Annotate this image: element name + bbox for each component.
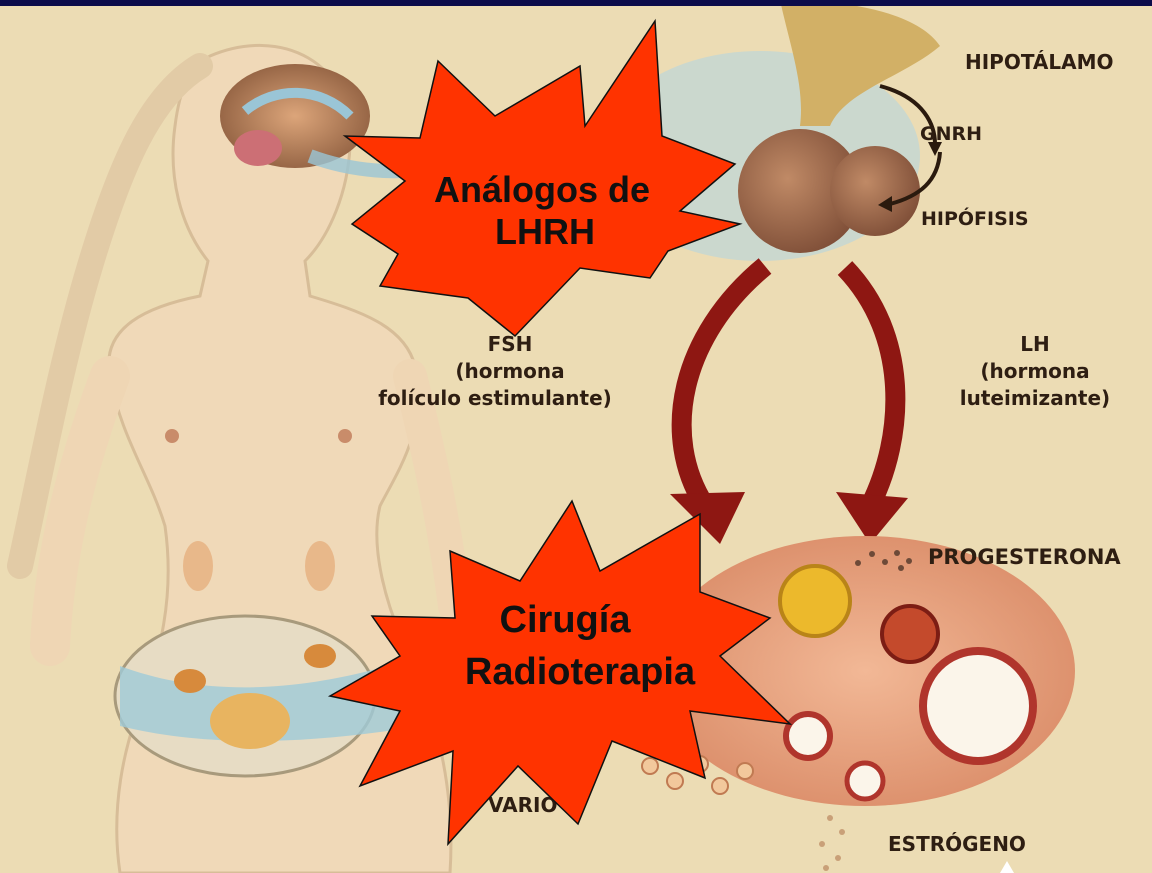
- gnrh-label: GNRH: [920, 123, 982, 145]
- lh-arrow: [845, 268, 895, 506]
- left-ovary-small: [174, 669, 206, 693]
- hormone-diagram: HIPOTÁLAMO GNRH HIPÓFISIS FSH (hormona f…: [0, 6, 1152, 873]
- follicle-medium: [786, 714, 830, 758]
- lh-label-line3: luteimizante): [960, 386, 1110, 410]
- right-ovary-small: [304, 644, 336, 668]
- follicle-large: [923, 651, 1033, 761]
- corner-marker: [1000, 861, 1014, 873]
- corpus-luteum: [882, 606, 938, 662]
- ovary-label: VARIO: [488, 793, 557, 817]
- pituitary-posterior: [830, 146, 920, 236]
- fsh-label-line2: (hormona: [455, 359, 564, 383]
- cerebellum: [234, 130, 282, 166]
- right-nipple: [338, 429, 352, 443]
- follicle-small: [847, 763, 883, 799]
- uterus: [210, 693, 290, 749]
- fsh-label: FSH: [488, 332, 533, 356]
- burst-top-line2: LHRH: [495, 211, 595, 252]
- right-kidney: [305, 541, 335, 591]
- lh-label: LH: [1020, 332, 1049, 356]
- illustration-canvas: HIPOTÁLAMO GNRH HIPÓFISIS FSH (hormona f…: [0, 6, 1152, 873]
- burst-bottom-line2: Radioterapia: [465, 651, 696, 693]
- burst-bottom-line1: Cirugía: [500, 599, 632, 641]
- lh-label-line2: (hormona: [980, 359, 1089, 383]
- pituitary-label: HIPÓFISIS: [921, 206, 1029, 230]
- hypothalamus-label: HIPOTÁLAMO: [965, 50, 1114, 74]
- estrogen-dots: [819, 815, 845, 871]
- fsh-arrow: [682, 266, 765, 506]
- estrogen-label: ESTRÓGENO: [888, 832, 1026, 856]
- left-nipple: [165, 429, 179, 443]
- fsh-label-line3: folículo estimulante): [378, 386, 612, 410]
- corpus-albicans: [780, 566, 850, 636]
- left-kidney: [183, 541, 213, 591]
- burst-top-line1: Análogos de: [434, 169, 650, 210]
- right-arm: [410, 376, 455, 606]
- progesterone-label: PROGESTERONA: [928, 545, 1121, 569]
- hormone-arrows: [670, 266, 908, 544]
